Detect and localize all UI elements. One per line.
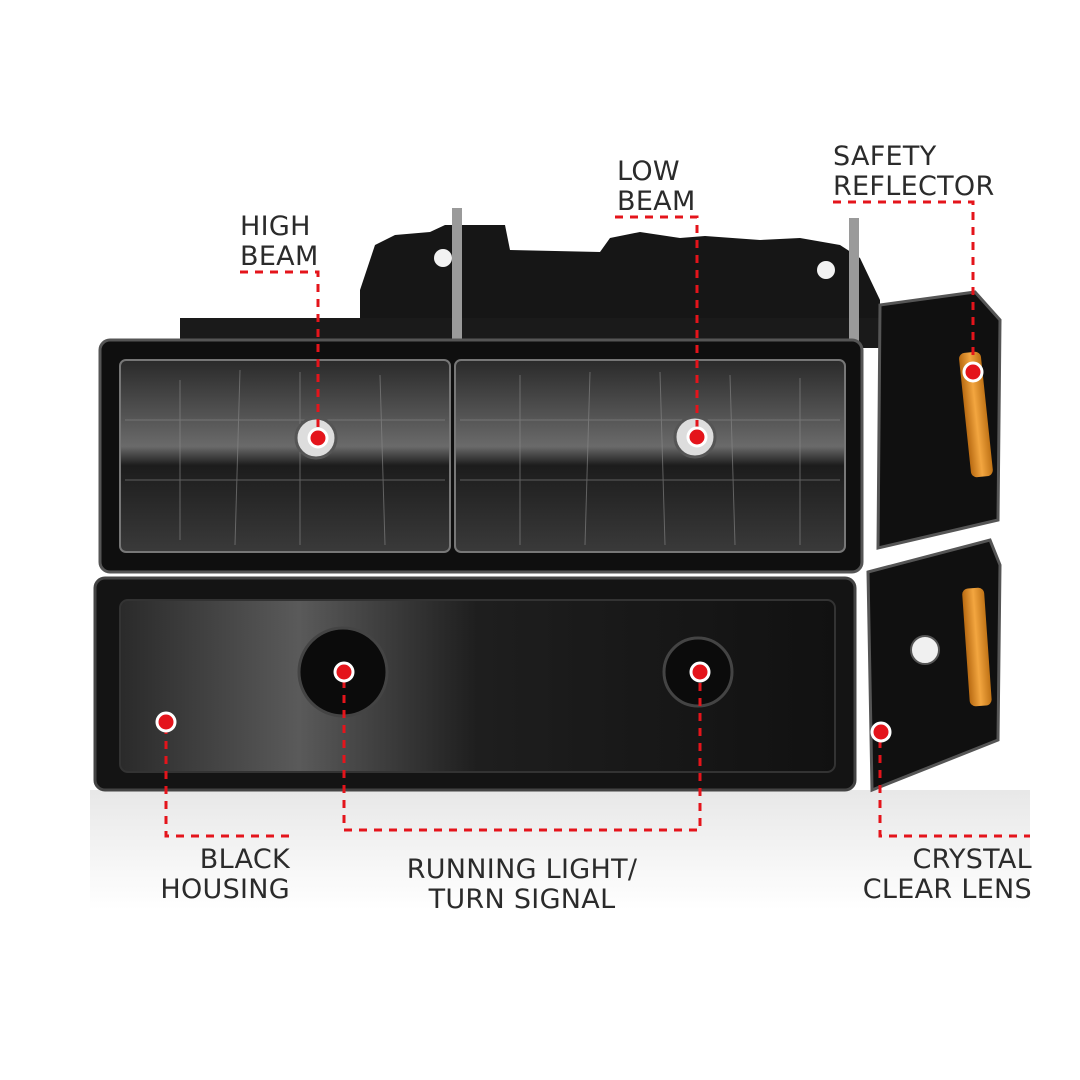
adjuster-stud: [452, 208, 462, 348]
mount-hole: [434, 249, 452, 267]
callout-black-housing-line2: HOUSING: [160, 874, 290, 905]
rear-bracket: [360, 225, 880, 345]
adjuster-stud: [849, 218, 859, 358]
callout-low-beam-line2: BEAM: [617, 186, 696, 217]
callout-crystal-clear-lens-line2: CLEAR LENS: [862, 874, 1032, 905]
callout-high-beam: HIGH BEAM: [240, 212, 319, 272]
callout-crystal-clear-lens-line1: CRYSTAL: [912, 844, 1032, 875]
callout-safety-reflector: SAFETY REFLECTOR: [833, 142, 995, 202]
callout-safety-reflector-line2: REFLECTOR: [833, 171, 995, 202]
callout-running-light-line1: RUNNING LIGHT/: [406, 854, 638, 885]
callout-dots: [155, 361, 984, 743]
callout-running-light-line2: TURN SIGNAL: [428, 884, 616, 915]
floor-reflection: [90, 790, 1030, 910]
callout-low-beam: LOW BEAM: [617, 157, 696, 217]
callout-high-beam-line1: HIGH: [240, 211, 311, 242]
callout-crystal-clear-lens: CRYSTAL CLEAR LENS: [863, 845, 1032, 905]
running-light-lens: [119, 599, 836, 773]
callout-black-housing-line1: BLACK: [199, 844, 290, 875]
headlight-left-lens: [119, 359, 451, 553]
callout-high-beam-line2: BEAM: [240, 241, 319, 272]
mount-hole: [817, 261, 835, 279]
reflector-facets: [125, 369, 840, 546]
corner-socket: [910, 635, 940, 665]
amber-reflector-upper: [959, 351, 993, 478]
amber-reflector-lower: [962, 587, 992, 707]
callout-lines: [164, 200, 1030, 838]
headlight-right-lens: [454, 359, 846, 553]
callout-low-beam-line1: LOW: [617, 156, 680, 187]
callout-black-housing: BLACK HOUSING: [160, 845, 290, 905]
callout-running-light: RUNNING LIGHT/ TURN SIGNAL: [398, 855, 646, 915]
callout-safety-reflector-line1: SAFETY: [833, 141, 937, 172]
